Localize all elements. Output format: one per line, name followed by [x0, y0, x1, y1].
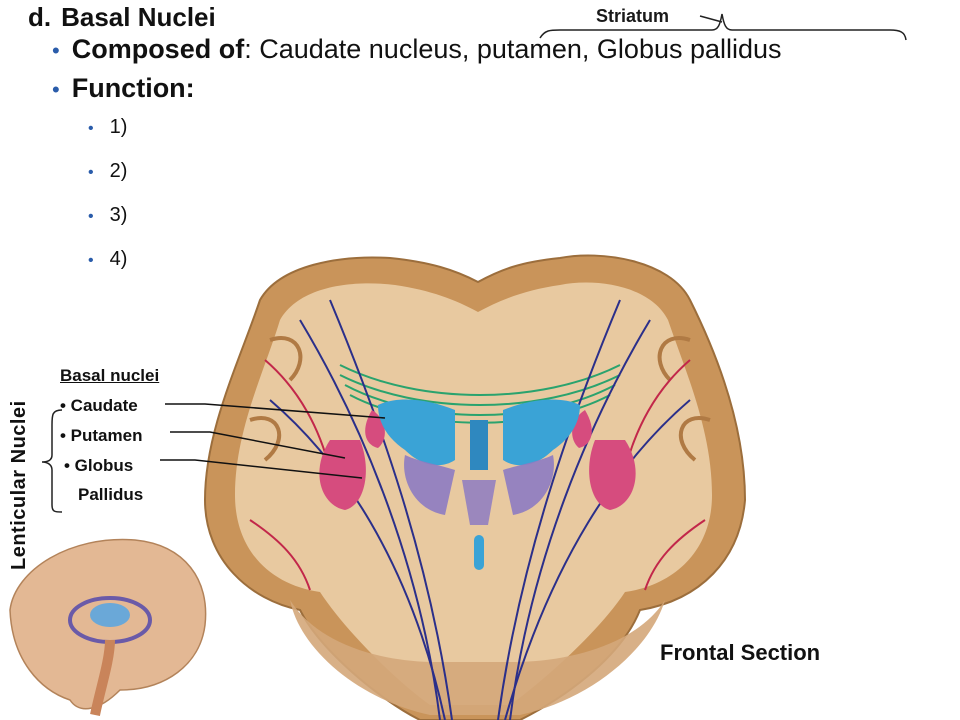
- bullet-icon: •: [52, 38, 60, 63]
- slide-title: d. Basal Nuclei: [28, 2, 216, 33]
- striatum-bracket: [539, 13, 907, 41]
- frontal-section-label: Frontal Section: [660, 640, 821, 665]
- pallidus-label: Pallidus: [78, 485, 144, 504]
- lenticular-nuclei-label: Lenticular Nuclei: [8, 400, 30, 570]
- bullet-icon: •: [88, 164, 94, 181]
- function-label: Function:: [71, 73, 195, 103]
- globus-pallidus-right: [503, 455, 554, 515]
- composed-text: : Caudate nucleus, putamen, Globus palli…: [244, 34, 782, 64]
- function-item: •3): [88, 204, 128, 226]
- composed-label: Composed of: [71, 34, 245, 64]
- putamen-right: [589, 440, 636, 510]
- bullet-icon: •: [88, 208, 94, 225]
- inset-brain: [9, 538, 207, 716]
- coronal-brain-section: [203, 254, 747, 720]
- title-text: Basal Nuclei: [61, 2, 216, 32]
- putamen-left: [319, 440, 366, 510]
- function-item: •2): [88, 160, 128, 182]
- projection-fibers: [269, 299, 691, 720]
- basal-nuclei-label: Basal nuclei: [60, 366, 160, 385]
- leader-lines: [160, 403, 386, 479]
- function-bullet: • Function:: [52, 73, 195, 104]
- bullet-icon: •: [52, 77, 60, 102]
- globus-pallidus-left: [404, 455, 455, 515]
- ventricle-right: [503, 399, 580, 466]
- function-item: •1): [88, 116, 128, 138]
- composed-bullet: • Composed of: Caudate nucleus, putamen, …: [52, 34, 782, 65]
- bullet-icon: •: [88, 120, 94, 137]
- globus-label: • Globus: [64, 456, 134, 475]
- striatum-label: Striatum: [596, 6, 670, 26]
- function-item: •4): [88, 248, 128, 270]
- ventricle-left: [378, 399, 455, 466]
- lenticular-bracket: [41, 409, 63, 513]
- striatum-pointer: [699, 15, 723, 23]
- title-letter: d.: [28, 2, 52, 32]
- putamen-label: • Putamen: [60, 426, 143, 445]
- caudate-label: • Caudate: [60, 396, 138, 415]
- bullet-icon: •: [88, 252, 94, 269]
